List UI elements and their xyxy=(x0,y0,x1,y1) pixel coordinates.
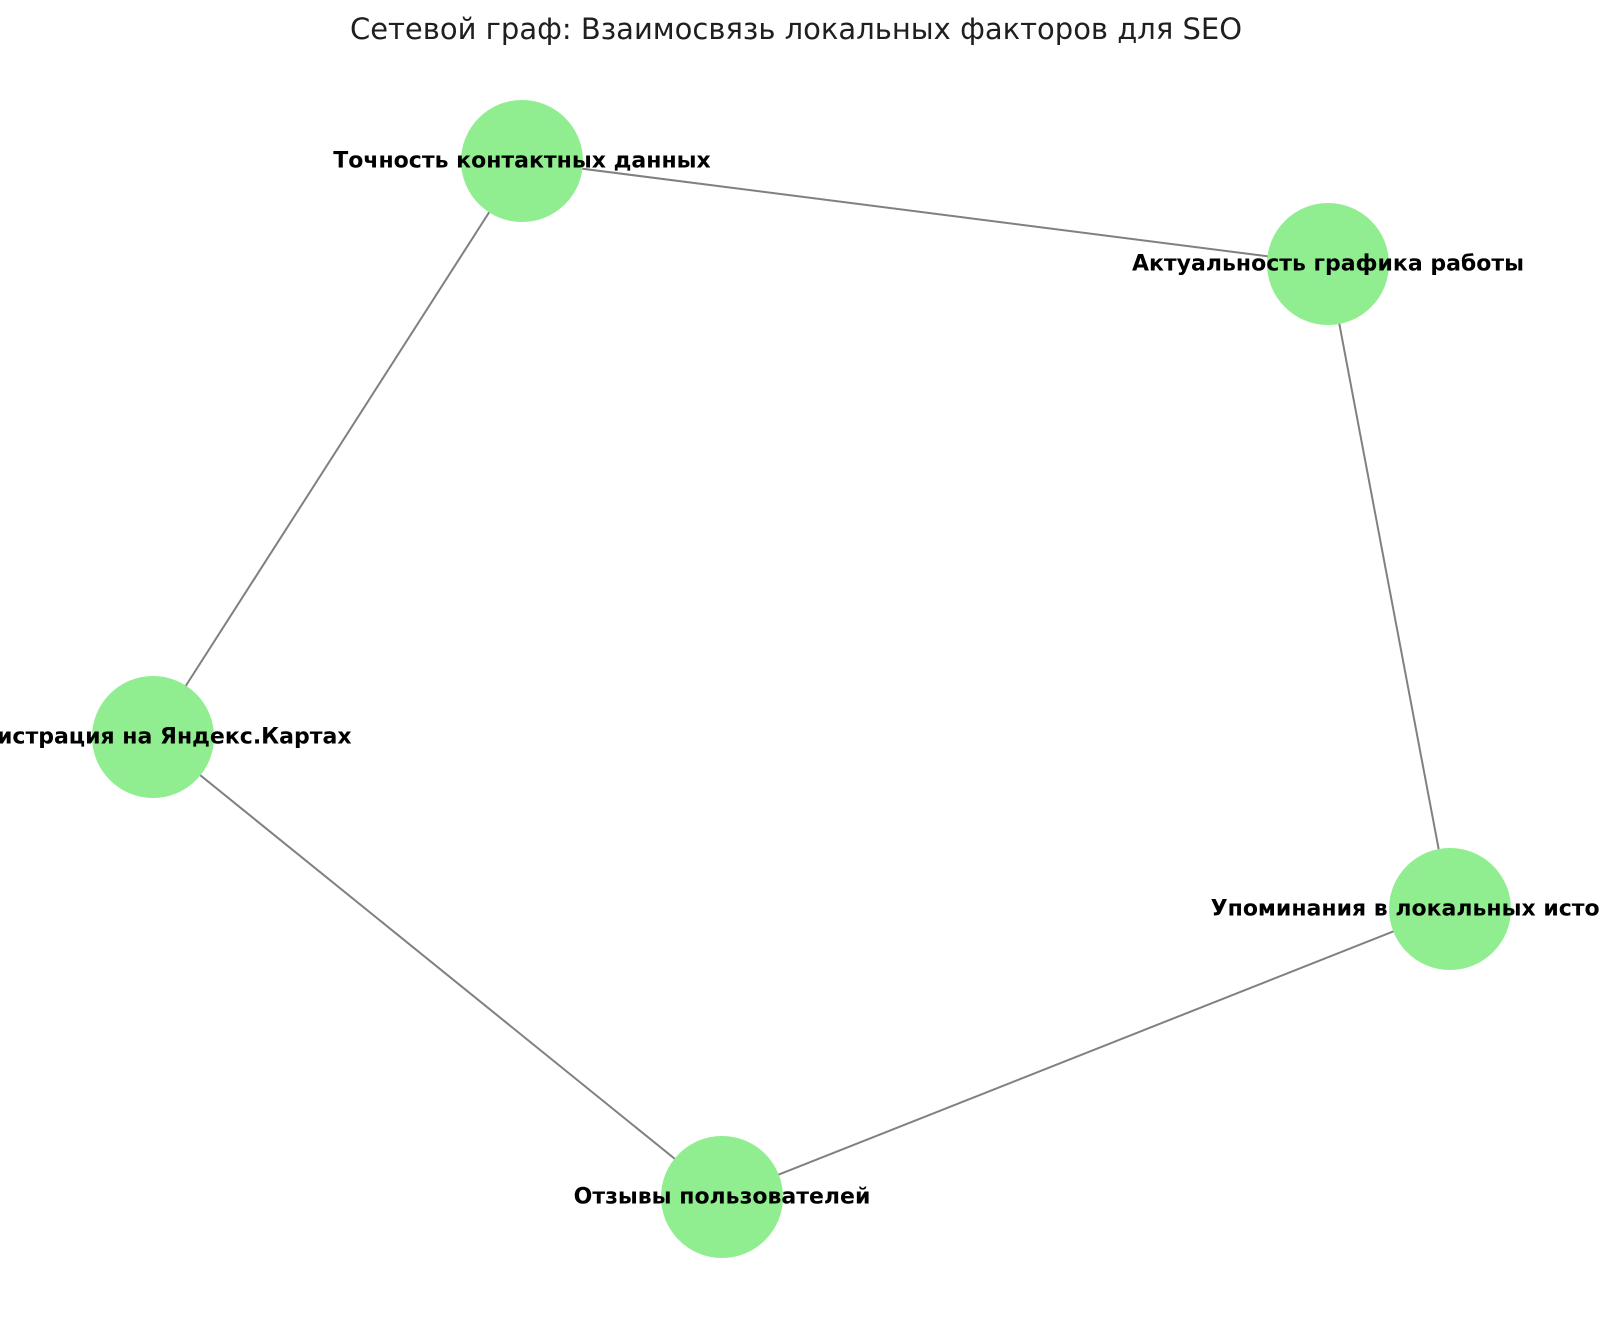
graph-node-working-hours xyxy=(1267,203,1389,325)
graph-edge-contact-accuracy--working-hours xyxy=(521,160,1329,265)
chart-title: Сетевой граф: Взаимосвязь локальных факт… xyxy=(349,12,1243,46)
graph-edge-working-hours--local-mentions xyxy=(1327,263,1451,910)
graph-node-yandex-maps xyxy=(92,676,214,798)
graph-node-local-mentions xyxy=(1389,848,1511,970)
graph-edge-yandex-maps--user-reviews xyxy=(152,736,723,1198)
graph-edge-local-mentions--user-reviews xyxy=(721,908,1451,1198)
nodes-group xyxy=(92,100,1511,1258)
edges-group xyxy=(152,160,1451,1198)
graph-edge-contact-accuracy--yandex-maps xyxy=(152,160,523,738)
graph-node-user-reviews xyxy=(661,1136,783,1258)
graph-node-contact-accuracy xyxy=(461,100,583,222)
